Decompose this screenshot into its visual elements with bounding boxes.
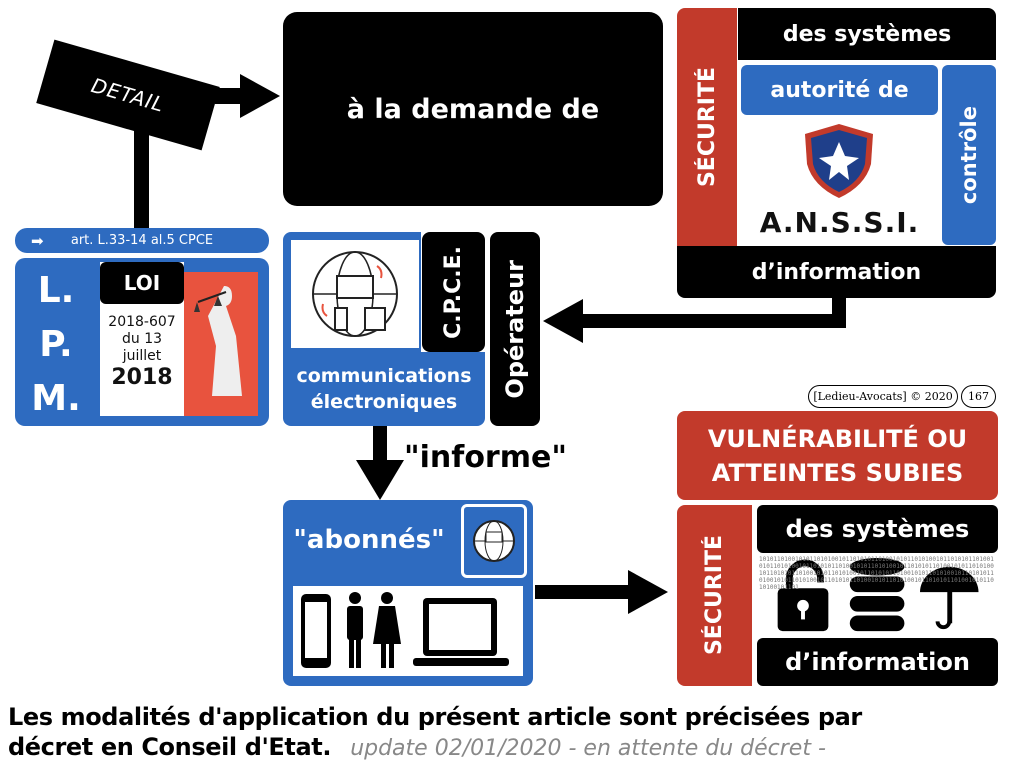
law-white-panel: LOI 2018-607 du 13 juillet 2018 (100, 262, 184, 416)
letter-p: P. (39, 324, 73, 365)
vuln-information: d’information (757, 638, 998, 686)
arrow-right-icon: ➡ (31, 231, 44, 250)
anssi-authority: autorité de (741, 65, 938, 115)
letter-l: L. (37, 270, 75, 311)
detail-sign: DETAIL (36, 39, 220, 151)
devices-panel (293, 586, 523, 676)
arrow-informe (373, 426, 387, 466)
footer-line1: Les modalités d'application du présent a… (8, 703, 862, 731)
letter-m: M. (31, 378, 81, 419)
footer-line2: décret en Conseil d'Etat. update 02/01/2… (8, 733, 826, 761)
article-pill: ➡ art. L.33-14 al.5 CPCE (15, 228, 269, 253)
anssi-control: contrôle (942, 65, 996, 245)
arrow-head (628, 570, 668, 614)
law-card: L. P. M. LOI 2018-607 du 13 juillet 2018 (15, 258, 269, 426)
vulnerability-title: VULNÉRABILITÉ OU ATTEINTES SUBIES (677, 411, 998, 500)
cpce-label: C.P.C.E. (422, 232, 485, 352)
page-number: 167 (961, 385, 996, 408)
loi-badge: LOI (100, 262, 184, 304)
subscribers-label: "abonnés" (293, 525, 445, 555)
arrow-to-vulnerability (535, 585, 635, 599)
footer-decret: décret en Conseil d'Etat. (8, 733, 332, 761)
justice-statue-image (184, 272, 258, 416)
phone-icon (301, 594, 331, 668)
arrow-to-operator (543, 299, 583, 343)
footer-update: update 02/01/2020 - en attente du décret… (350, 736, 826, 761)
laptop-icon (413, 598, 509, 666)
law-date: du 13 (121, 331, 163, 347)
network-globe-icon (312, 251, 398, 337)
operator-label: Opérateur (490, 232, 540, 426)
anssi-systems: des systèmes (738, 8, 996, 60)
database-icon (849, 557, 905, 632)
vuln-securite: SÉCURITÉ (677, 505, 752, 686)
request-box: à la demande de (283, 12, 663, 206)
man-icon (347, 592, 363, 668)
anssi-information: d’information (677, 246, 996, 298)
anssi-shield-icon (805, 124, 873, 198)
small-globe-icon (461, 504, 527, 578)
informe-label: "informe" (404, 440, 567, 475)
communications-label: communications électroniques (283, 352, 485, 426)
detail-label: DETAIL (88, 73, 168, 117)
anssi-securite: SÉCURITÉ (677, 8, 737, 246)
sign-pole (134, 130, 149, 228)
anssi-logo: A.N.S.S.I. (741, 118, 938, 245)
binary-text: 1010110100101011010100101101010110100101… (759, 556, 994, 591)
copyright: [Ledieu-Avocats] © 2020 (808, 385, 958, 408)
arrow-head (240, 74, 280, 118)
padlock-icon (777, 559, 829, 632)
woman-icon (373, 592, 401, 668)
law-month: juillet (122, 348, 162, 364)
connector-line (575, 314, 846, 328)
request-label: à la demande de (346, 93, 600, 125)
subscribers-card: "abonnés" (283, 500, 533, 686)
vuln-systems: des systèmes (757, 505, 998, 553)
law-year: 2018 (111, 365, 173, 390)
anssi-logo-text: A.N.S.S.I. (759, 206, 920, 239)
binary-background: 1010110100101011010100101101010110100101… (757, 555, 998, 636)
globe-panel (283, 232, 421, 352)
law-ref: 2018-607 (108, 314, 176, 330)
arrow-to-request (215, 88, 245, 104)
umbrella-icon (920, 566, 979, 630)
arrow-head (356, 460, 404, 500)
